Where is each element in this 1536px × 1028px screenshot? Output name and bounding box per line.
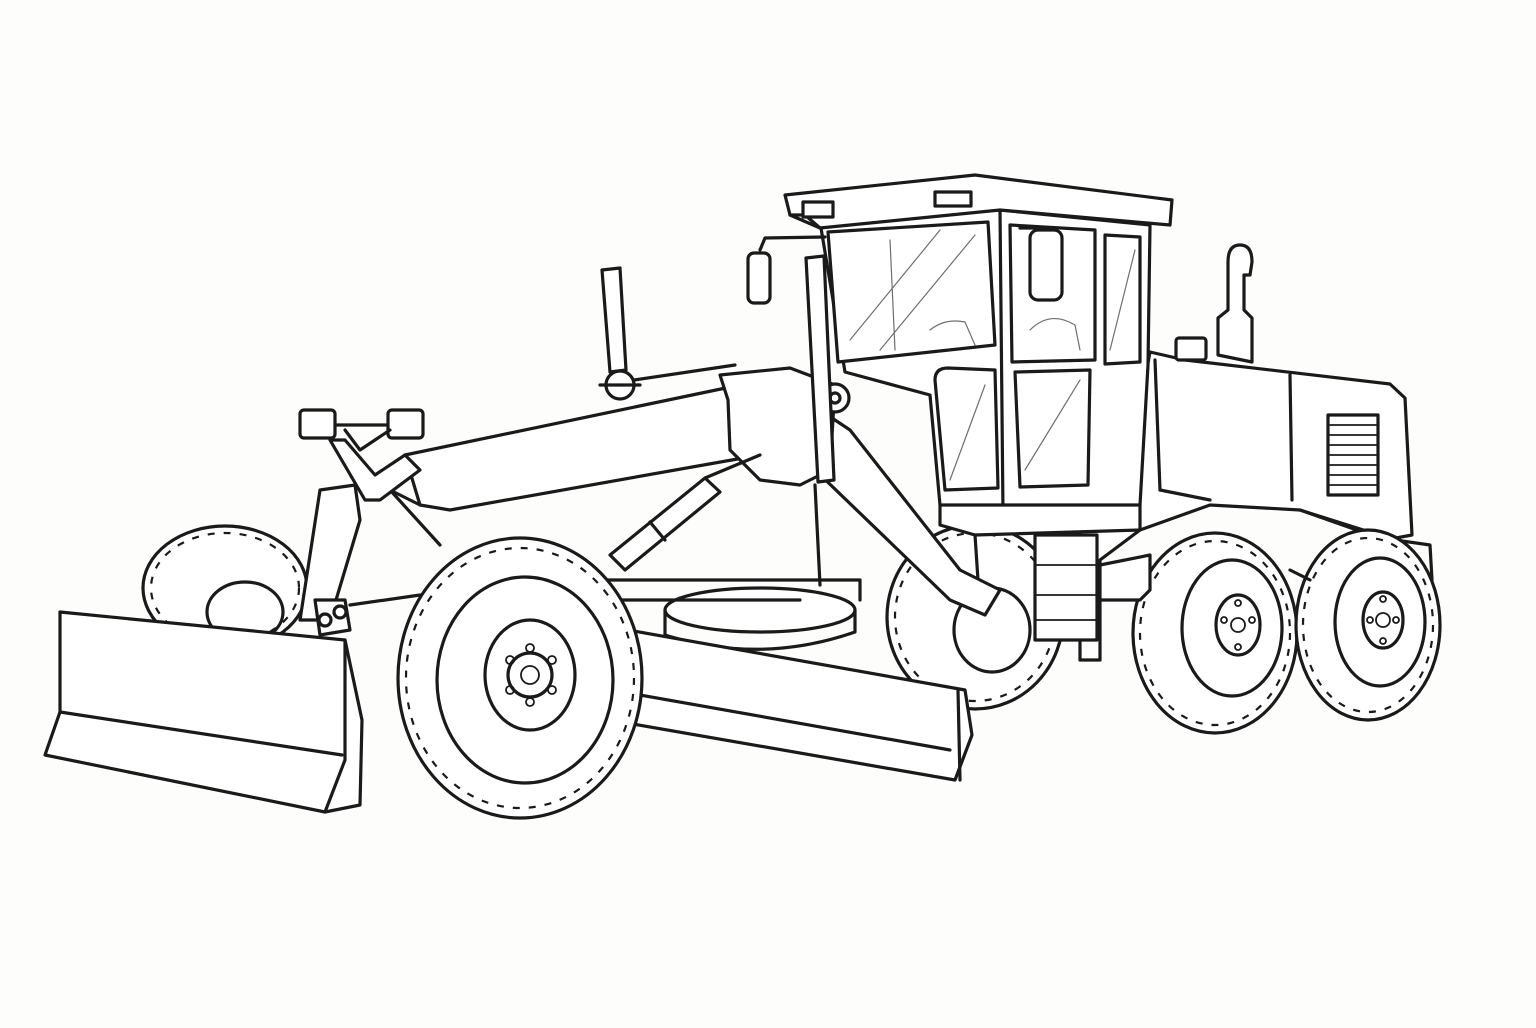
air-intake-cap [1174, 336, 1208, 362]
blade-lift-pole [598, 266, 737, 401]
front-light-bar [298, 408, 425, 452]
front-near-wheel [396, 536, 644, 820]
rear-right-wheel [1294, 528, 1442, 722]
side-mirror-left [746, 235, 827, 305]
vertical-lift-rod [804, 254, 836, 587]
hydraulic-cylinder [608, 453, 762, 572]
front-blade-hinge [313, 598, 352, 637]
rear-axle-housing [1098, 553, 1312, 602]
cab-front-window [826, 220, 997, 364]
cab-step-ladder [1033, 533, 1099, 642]
cab-roof [783, 173, 1174, 230]
front-frame-struts [298, 438, 422, 622]
rear-left-wheel [1131, 531, 1299, 735]
front-dozer-blade [43, 610, 364, 814]
engine-vent-grille [1326, 413, 1380, 497]
side-mirror-right [1018, 226, 1064, 302]
exhaust-stack [1216, 243, 1254, 364]
operator-seat [929, 318, 1081, 351]
